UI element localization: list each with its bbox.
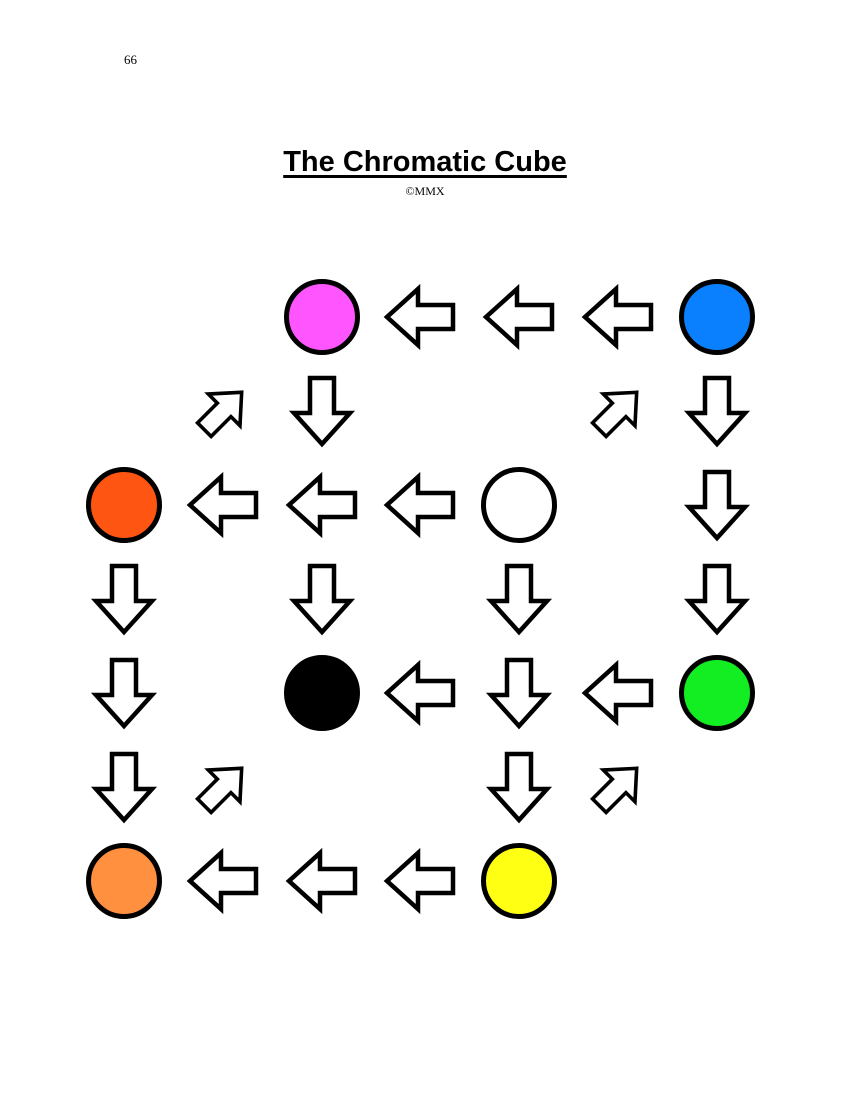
arrow-down-icon [672,460,762,550]
arrow-left-icon [178,836,268,926]
arrow-down-icon [486,751,553,824]
arrow-down-icon [79,742,169,832]
arrow-left-icon [375,648,465,738]
arrow-down-icon [474,554,564,644]
arrow-left-icon [375,272,465,362]
orange-dot [86,843,162,919]
arrow-down-icon [288,375,355,448]
arrow-left-icon [581,283,654,351]
arrow-up-right-icon [589,390,639,440]
arrow-down-icon [672,554,762,644]
arrow-down-icon [90,751,158,824]
blue-circle [672,272,762,362]
blue-dot [678,279,755,355]
arrow-left-icon [474,272,564,362]
arrow-left-icon [186,471,259,539]
arrow-left-icon [375,460,465,550]
arrow-down-icon [90,563,158,636]
arrow-left-icon [573,648,663,738]
arrow-down-icon [683,375,750,448]
green-dot [678,655,755,731]
arrow-left-icon [285,847,357,915]
page-number: 66 [124,52,137,67]
arrow-left-icon [186,847,259,915]
arrow-down-icon [474,648,564,738]
arrow-down-icon [486,563,553,636]
white-circle [474,460,564,550]
arrow-left-icon [384,659,456,727]
arrow-left-icon [384,847,456,915]
arrow-left-icon [482,283,555,351]
arrow-up-right-icon [573,742,663,832]
arrow-up-right-icon [194,766,244,816]
black-circle [277,648,367,738]
arrow-down-icon [683,563,750,636]
arrow-down-icon [277,554,367,644]
arrow-left-icon [285,471,357,539]
yellow-circle [474,836,564,926]
arrow-left-icon [581,659,654,727]
page-title: The Chromatic Cube [283,146,567,178]
arrow-left-icon [384,471,456,539]
copyright-notice: ©MMX [405,184,445,198]
arrow-down-icon [79,554,169,644]
magenta-circle [277,272,367,362]
arrow-left-icon [178,460,268,550]
arrow-left-icon [375,836,465,926]
arrow-left-icon [277,460,367,550]
arrow-up-right-icon [178,366,268,456]
green-circle [672,648,762,738]
black-dot [283,655,360,731]
arrow-down-icon [277,366,367,456]
orange-circle [79,836,169,926]
arrow-down-icon [288,563,355,636]
arrow-up-right-icon [178,742,268,832]
yellow-dot [481,843,558,919]
arrow-down-icon [90,657,158,730]
magenta-dot [283,279,360,355]
arrow-down-icon [79,648,169,738]
arrow-down-icon [672,366,762,456]
red-orange-circle [79,460,169,550]
white-dot [481,467,558,543]
arrow-up-right-icon [573,366,663,456]
arrow-left-icon [277,836,367,926]
arrow-down-icon [683,469,750,542]
arrow-down-icon [486,657,553,730]
red-orange-dot [86,467,162,543]
arrow-left-icon [573,272,663,362]
arrow-up-right-icon [589,766,639,816]
arrow-left-icon [384,283,456,351]
arrow-down-icon [474,742,564,832]
arrow-up-right-icon [194,390,244,440]
